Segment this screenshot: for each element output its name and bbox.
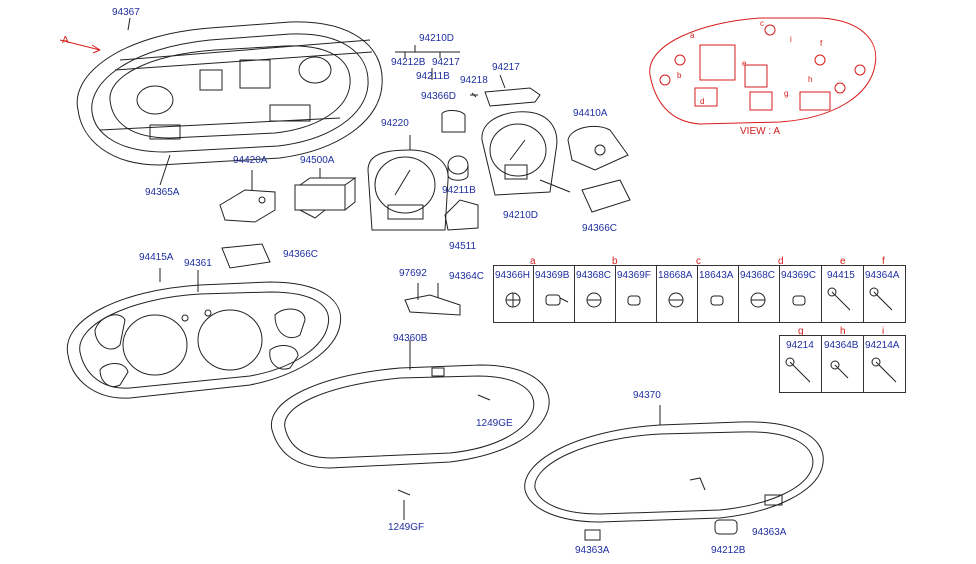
table-part-94415: 94415: [827, 270, 855, 281]
label-94211b-top: 94211B: [416, 71, 450, 82]
housing-94360b-drawing: [270, 340, 550, 520]
table-group-g: g: [798, 326, 804, 337]
label-94210d-top: 94210D: [419, 33, 455, 44]
table-group-e: e: [840, 256, 846, 267]
label-94363a-left: 94363A: [575, 545, 610, 556]
label-94420a: 94420A: [233, 155, 268, 166]
label-94366c-left: 94366C: [283, 249, 319, 260]
bulb-icon: [710, 295, 724, 306]
socket-icon: [668, 292, 684, 308]
table-group-f: f: [882, 256, 885, 267]
socket-icon: [586, 292, 602, 308]
table-group-i: i: [882, 326, 885, 337]
label-94217-b: 94217: [492, 62, 520, 73]
bulb-icon: [792, 295, 806, 306]
label-94217-a: 94217: [432, 57, 460, 68]
label-94212b-bottom: 94212B: [711, 545, 746, 556]
view-letter-g: g: [784, 89, 789, 98]
label-94364c: 94364C: [449, 271, 485, 282]
view-letter-e: e: [742, 59, 747, 68]
table-part-18643a: 18643A: [699, 270, 734, 281]
table-part-94368c-2: 94368C: [740, 270, 776, 281]
table-part-94369f: 94369F: [617, 270, 651, 281]
socket-icon: [505, 292, 521, 308]
screw-icon: [785, 357, 811, 383]
table-group-a: a: [530, 256, 536, 267]
label-94363a-right: 94363A: [752, 527, 787, 538]
label-94370: 94370: [633, 390, 661, 401]
table-part-94369c: 94369C: [781, 270, 817, 281]
label-94218: 94218: [460, 75, 488, 86]
label-94212b-top: 94212B: [391, 57, 426, 68]
bulb-icon: [545, 294, 569, 306]
view-letter-f: f: [820, 39, 823, 48]
label-97692: 97692: [399, 268, 427, 279]
table-group-d: d: [778, 256, 784, 267]
label-94410a: 94410A: [573, 108, 608, 119]
table-part-94369b: 94369B: [535, 270, 570, 281]
table-group-h: h: [840, 326, 846, 337]
table-part-94214a: 94214A: [865, 340, 900, 351]
table-part-94364a: 94364A: [865, 270, 900, 281]
screw-icon: [827, 287, 851, 311]
table-group-c: c: [696, 256, 701, 267]
lens-94370-drawing: [524, 405, 824, 541]
label-1249gf: 1249GF: [388, 522, 425, 533]
label-94220: 94220: [381, 118, 409, 129]
label-94415a: 94415A: [139, 252, 174, 263]
label-view-arrow-a: A: [62, 35, 69, 46]
view-letter-d: d: [700, 97, 705, 106]
bulb-icon: [627, 295, 641, 306]
screw-icon: [830, 360, 849, 379]
label-94366c-right: 94366C: [582, 223, 618, 234]
view-a-label: VIEW : A: [740, 126, 781, 137]
cluster-housing-drawing: [59, 17, 383, 186]
label-94500a: 94500A: [300, 155, 335, 166]
table-part-18668a: 18668A: [658, 270, 693, 281]
view-letter-h: h: [808, 75, 813, 84]
label-94361: 94361: [184, 258, 212, 269]
view-letter-c: c: [760, 19, 764, 28]
screw-icon: [869, 287, 893, 311]
label-1249ge: 1249GE: [476, 418, 513, 429]
bezel-94361-drawing: [66, 268, 342, 399]
table-part-94214: 94214: [786, 340, 814, 351]
screw-icon: [871, 357, 897, 383]
table-group-b: b: [612, 256, 618, 267]
label-94367: 94367: [112, 7, 140, 18]
label-94365a: 94365A: [145, 187, 180, 198]
label-94211b-mid: 94211B: [442, 185, 476, 196]
label-94360b: 94360B: [393, 333, 428, 344]
label-94366d: 94366D: [421, 91, 457, 102]
table-part-94368c-1: 94368C: [576, 270, 612, 281]
socket-icon: [750, 292, 766, 308]
view-a-drawing: [649, 17, 877, 125]
view-letter-i: i: [790, 35, 792, 44]
view-letter-a: a: [690, 31, 695, 40]
label-94511: 94511: [449, 241, 477, 252]
view-letter-b: b: [677, 71, 682, 80]
table-part-94366h: 94366H: [495, 270, 531, 281]
label-94210d-mid: 94210D: [503, 210, 539, 221]
table-part-94364b: 94364B: [824, 340, 859, 351]
